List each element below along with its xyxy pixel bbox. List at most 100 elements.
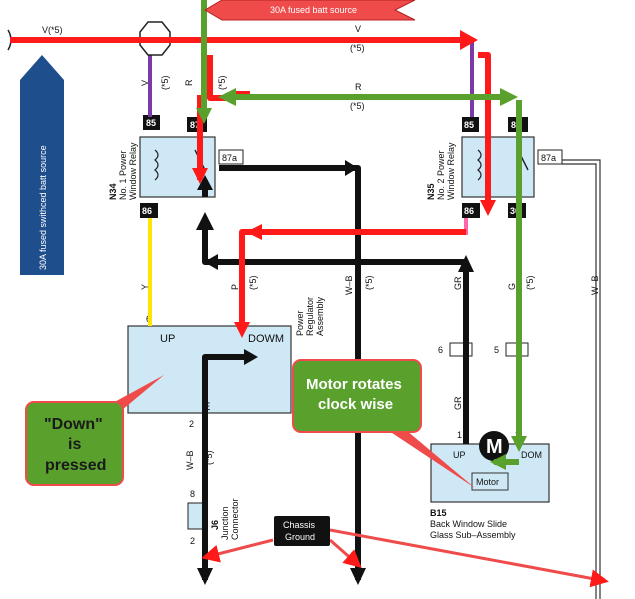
wire-labels: V(*5) V (*5) R (*5) V R (*5) (*5) Y P (*… xyxy=(42,24,600,470)
motor-up-label: UP xyxy=(453,450,466,460)
relay-2-pin-87a xyxy=(537,149,563,165)
connector-6-label: 6 xyxy=(438,345,443,355)
relay-1-name-1: No. 1 Power xyxy=(118,150,128,200)
ground-callout: Chassis Ground xyxy=(201,516,609,588)
relay-2-name-2: Window Relay xyxy=(446,142,456,200)
black-arrow-8 xyxy=(197,175,213,190)
relay-1-pin-87-label: 87 xyxy=(190,120,200,130)
switched-source-banner: 30A fused swithced batt source xyxy=(20,55,64,275)
switch-side-1: Power xyxy=(295,310,305,336)
relay-2-code: N35 xyxy=(426,183,436,200)
batt-source-banner-label: 30A fused batt source xyxy=(270,5,357,15)
wire-label-v-vert: V xyxy=(140,80,150,86)
switch-up-label: UP xyxy=(160,333,175,345)
relay-1-coil-icon xyxy=(154,149,159,181)
green-arrow-4 xyxy=(511,436,527,452)
wire-label-y: Y xyxy=(140,284,150,290)
wire-label-wb-2: W–B xyxy=(185,450,195,470)
black-arrow-3 xyxy=(196,212,214,230)
green-arrow-3 xyxy=(218,88,236,106)
relay-2-name-1: No. 2 Power xyxy=(436,150,446,200)
motor-callout-box xyxy=(292,359,422,433)
black-arrow-4 xyxy=(204,254,218,270)
junction-pin-8: 8 xyxy=(190,489,195,499)
wire-label-star-6: (*5) xyxy=(204,450,214,465)
red-arrow-4 xyxy=(234,322,250,338)
wire-label-g: G xyxy=(507,283,517,290)
wire-label-star-3: (*5) xyxy=(248,275,258,290)
green-arrow-2 xyxy=(500,88,518,106)
red-arrow-2 xyxy=(480,200,496,216)
red-paths xyxy=(10,30,496,338)
switch-pin-2: 2 xyxy=(189,419,194,429)
switched-source-banner-shape xyxy=(20,55,64,275)
motor-symbol-label: M xyxy=(486,436,503,458)
relay-1-pin-85-label: 85 xyxy=(146,118,156,128)
motor-callout-line-2: clock wise xyxy=(318,396,393,413)
batt-source-banner: 30A fused batt source xyxy=(204,0,416,21)
thin-wires xyxy=(148,40,601,599)
motor-symbol-icon xyxy=(479,431,509,461)
motor-name-2: Glass Sub–Assembly xyxy=(430,530,516,540)
ground-callout-line-1: Chassis xyxy=(283,520,316,530)
motor-name-1: Back Window Slide xyxy=(430,519,507,529)
relay-2-pin-86 xyxy=(462,203,480,218)
relay-1-pin-85 xyxy=(143,115,160,130)
wire-label-r: R xyxy=(355,82,362,92)
wire-label-top-left: V(*5) xyxy=(42,25,63,35)
switch-body xyxy=(127,325,292,414)
wire-label-p: P xyxy=(230,284,240,290)
switch-down-label: DOWM xyxy=(248,333,284,345)
wire-label-gr-2: GR xyxy=(453,396,463,410)
wire-label-r-vert: R xyxy=(184,79,194,86)
green-arrow-1 xyxy=(196,108,212,124)
relay-1-pin-86 xyxy=(140,203,158,218)
relay-2-pin-86-label: 86 xyxy=(464,206,474,216)
relay-2-pin-85-label: 85 xyxy=(464,120,474,130)
path-red-down xyxy=(478,52,491,210)
pressed-callout-box xyxy=(25,401,124,486)
red-arrow-1 xyxy=(460,30,478,50)
ground-callout-box xyxy=(274,516,330,546)
motor-inner-box xyxy=(471,472,509,491)
relay-1-pin-86-label: 86 xyxy=(142,206,152,216)
black-arrow-5 xyxy=(458,255,474,272)
wire-label-star-4: (*5) xyxy=(364,275,374,290)
black-arrow-6 xyxy=(244,349,258,365)
wire-label-wb-1: W–B xyxy=(344,275,354,295)
motor-callout: Motor rotates clock wise xyxy=(292,359,475,488)
junction-name-1: Junction xyxy=(220,506,230,540)
wire-label-top-v: V xyxy=(355,24,361,34)
motor-code: B15 xyxy=(430,508,447,518)
red-arrow-3 xyxy=(246,224,262,240)
ground-callout-line-2: Ground xyxy=(285,532,315,542)
switch-side-3: Assembly xyxy=(315,296,325,336)
path-red-return xyxy=(239,229,466,330)
green-arrow-5 xyxy=(490,454,506,470)
wire-wb-right xyxy=(562,159,601,599)
wire-label-wb-right: W–B xyxy=(590,275,600,295)
black-paths xyxy=(196,160,474,585)
green-paths xyxy=(196,0,527,470)
junction-code: J6 xyxy=(210,520,220,530)
red-arrow-5 xyxy=(192,168,208,184)
wire-label-star-5: (*5) xyxy=(525,275,535,290)
black-arrow-1 xyxy=(345,160,358,176)
black-arrow-2 xyxy=(350,568,366,585)
path-black-switch xyxy=(202,354,248,580)
relay-2-pin-30-label: 30 xyxy=(510,206,520,216)
batt-source-banner-shape xyxy=(204,0,416,21)
relay-1-code: N34 xyxy=(108,183,118,200)
relay-2-body xyxy=(461,136,535,198)
relay-2-pin-85 xyxy=(462,117,479,132)
junction-connector-icon xyxy=(187,502,205,530)
pressed-callout: "Down" is pressed xyxy=(25,375,164,486)
switched-source-banner-label: 30A fused swithced batt source xyxy=(38,145,48,270)
wire-label-star-2: (*5) xyxy=(217,75,227,90)
motor-inner-label: Motor xyxy=(476,477,499,487)
motor-pin-1: 1 xyxy=(457,430,462,440)
wire-label-r-note: (*5) xyxy=(350,101,365,111)
switch-side-2: Regulator xyxy=(305,297,315,336)
relay-1-pin-87a xyxy=(218,149,244,165)
